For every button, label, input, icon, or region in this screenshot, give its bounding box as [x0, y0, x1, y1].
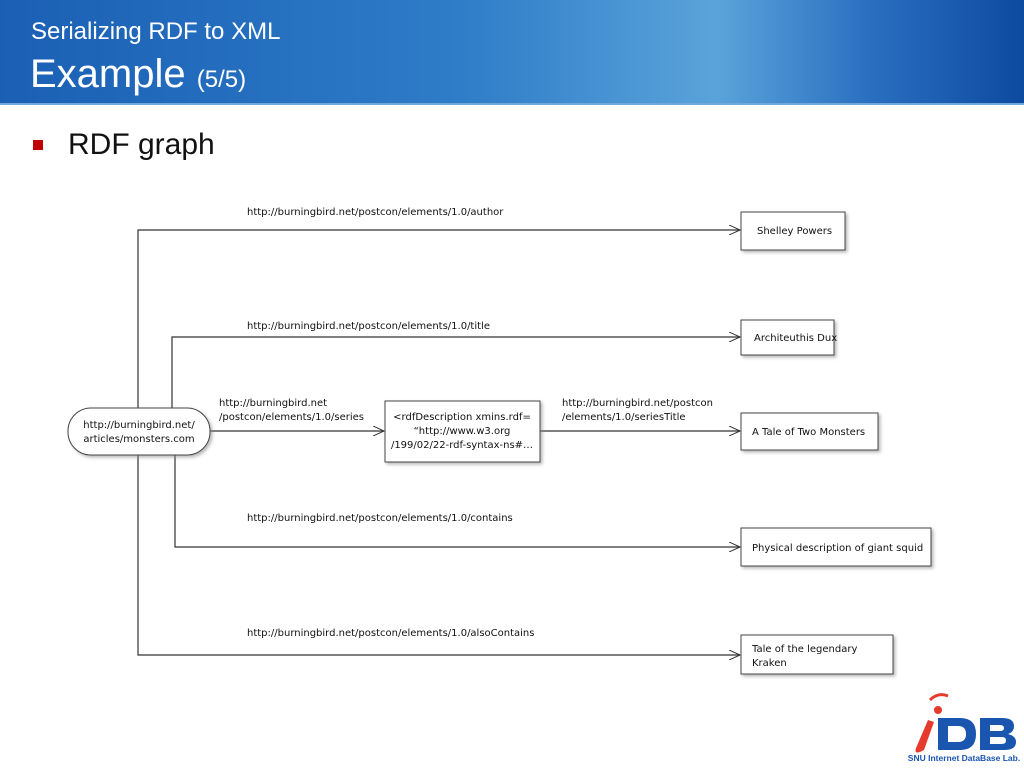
object-contains-text: Physical description of giant squid [752, 543, 923, 554]
object-series-title-text: A Tale of Two Monsters [752, 427, 865, 438]
edge-title [171, 337, 740, 408]
label-series-2: /postcon/elements/1.0/series [219, 412, 364, 423]
slide-header: Serializing RDF to XML Example (5/5) [0, 0, 1024, 105]
label-series-title-1: http://burningbird.net/postcon [562, 398, 713, 409]
object-contains [740, 527, 932, 567]
description-line1: <rdfDescription xmins.rdf= [393, 412, 531, 423]
object-author-text: Shelley Powers [757, 226, 832, 237]
description-line3: /199/02/22-rdf-syntax-ns#… [391, 440, 533, 451]
label-series-1: http://burningbird.net [219, 398, 327, 409]
object-title-text: Architeuthis Dux [754, 333, 837, 344]
object-title [740, 319, 835, 356]
object-series-title [740, 412, 879, 451]
edge-author [137, 230, 740, 408]
bullet-text: RDF graph [68, 128, 215, 161]
svg-text:SNU Internet DataBase Lab.: SNU Internet DataBase Lab. [908, 753, 1020, 763]
subject-line1: http://burningbird.net/ [83, 420, 195, 431]
label-contains: http://burningbird.net/postcon/elements/… [247, 513, 513, 524]
idb-logo: SNU Internet DataBase Lab. [908, 693, 1020, 763]
object-also-contains-line1: Tale of the legendary [751, 644, 857, 655]
bullet-icon [33, 140, 43, 150]
object-author [740, 211, 846, 251]
description-line2: “http://www.w3.org [414, 426, 511, 437]
label-series-title-2: /elements/1.0/seriesTitle [562, 412, 686, 423]
subject-node [67, 407, 211, 456]
description-node [384, 400, 541, 463]
edge-contains [174, 455, 740, 547]
page-indicator: (5/5) [196, 66, 247, 93]
edge-also-contains [137, 455, 740, 655]
slide-title: Example (5/5) [30, 52, 246, 97]
label-author: http://burningbird.net/postcon/elements/… [247, 207, 504, 218]
label-also-contains: http://burningbird.net/postcon/elements/… [247, 628, 534, 639]
title-text: Example [30, 52, 186, 96]
slide-subtitle: Serializing RDF to XML [31, 18, 281, 45]
label-title: http://burningbird.net/postcon/elements/… [247, 321, 490, 332]
subject-line2: articles/monsters.com [83, 434, 194, 445]
object-also-contains [740, 634, 894, 675]
object-also-contains-line2: Kraken [752, 658, 787, 669]
